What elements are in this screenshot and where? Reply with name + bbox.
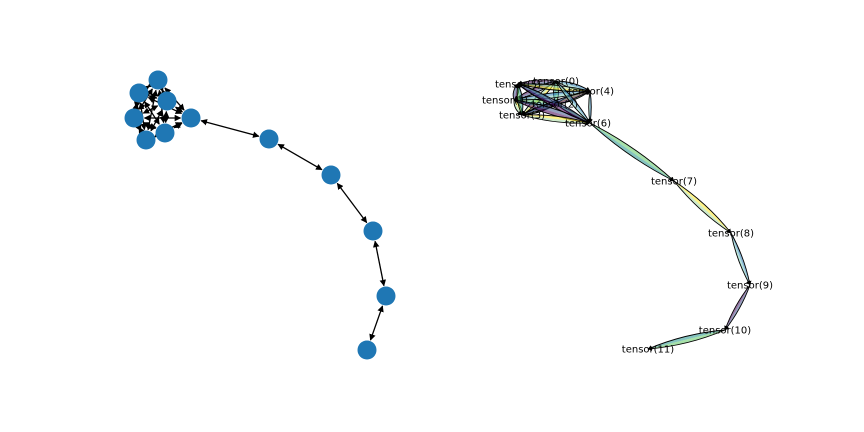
right-node-label-7: tensor(7) xyxy=(651,177,697,188)
left-edge-2-3 xyxy=(142,105,159,114)
right-node-label-0: tensor(0) xyxy=(533,77,579,88)
right-edge-3-6 xyxy=(521,114,591,126)
left-node-0 xyxy=(148,70,168,90)
left-graph-edges xyxy=(132,81,386,341)
left-edge-2-6 xyxy=(175,105,183,114)
right-node-label-11: tensor(11) xyxy=(622,345,674,356)
right-node-label-10: tensor(10) xyxy=(699,326,751,337)
right-node-label-3: tensor(3) xyxy=(499,111,545,122)
right-edge-9-8 xyxy=(730,232,752,286)
left-edge-1-3 xyxy=(132,101,141,110)
right-node-label-4: tensor(4) xyxy=(568,87,614,98)
left-node-2 xyxy=(157,91,177,111)
right-edge-8-7 xyxy=(673,180,732,234)
right-edge-11-10 xyxy=(647,329,726,351)
right-node-label-5: tensor(5) xyxy=(495,80,541,91)
left-edge-0-1 xyxy=(142,81,155,92)
right-node-label-1: tensor(1) xyxy=(482,96,528,107)
left-edge-0-2 xyxy=(157,84,168,97)
left-edge-5-6 xyxy=(173,122,183,129)
left-node-9 xyxy=(363,221,383,241)
left-graph-panel xyxy=(124,70,396,360)
right-graph-edges xyxy=(512,79,752,351)
left-node-4 xyxy=(136,130,156,150)
left-edge-3-4 xyxy=(135,124,145,134)
left-edge-9-10 xyxy=(373,240,386,287)
left-edge-8-9 xyxy=(336,182,368,224)
right-node-label-6: tensor(6) xyxy=(565,119,611,130)
right-graph-panel: tensor(0) tensor(1) tensor(2)tensor(3) tens… xyxy=(482,77,773,356)
left-edge-10-11 xyxy=(369,305,384,341)
left-node-10 xyxy=(376,286,396,306)
left-node-8 xyxy=(321,165,341,185)
left-node-1 xyxy=(129,83,149,103)
right-node-label-2: tensor(2) xyxy=(532,100,578,111)
left-graph-nodes xyxy=(124,70,396,360)
right-edge-6-5 xyxy=(517,83,591,124)
right-edge-7-6 xyxy=(589,122,675,182)
right-edge-10-9 xyxy=(724,284,751,331)
left-node-5 xyxy=(155,123,175,143)
left-node-11 xyxy=(357,340,377,360)
right-node-label-8: tensor(8) xyxy=(708,229,754,240)
right-edge-5-4 xyxy=(517,82,591,92)
left-node-3 xyxy=(124,108,144,128)
left-node-7 xyxy=(259,129,279,149)
left-node-6 xyxy=(181,108,201,128)
right-edge-4-5 xyxy=(517,81,591,92)
right-graph-labels: tensor(0) tensor(1) tensor(2)tensor(3) tens… xyxy=(482,77,773,356)
left-edge-6-7 xyxy=(200,119,260,138)
left-edge-3-5 xyxy=(142,121,157,130)
right-edge-6-3 xyxy=(521,114,591,125)
left-edge-2-5 xyxy=(162,110,170,124)
left-edge-1-5 xyxy=(144,101,160,125)
right-node-label-9: tensor(9) xyxy=(727,281,773,292)
left-edge-7-8 xyxy=(277,143,323,171)
